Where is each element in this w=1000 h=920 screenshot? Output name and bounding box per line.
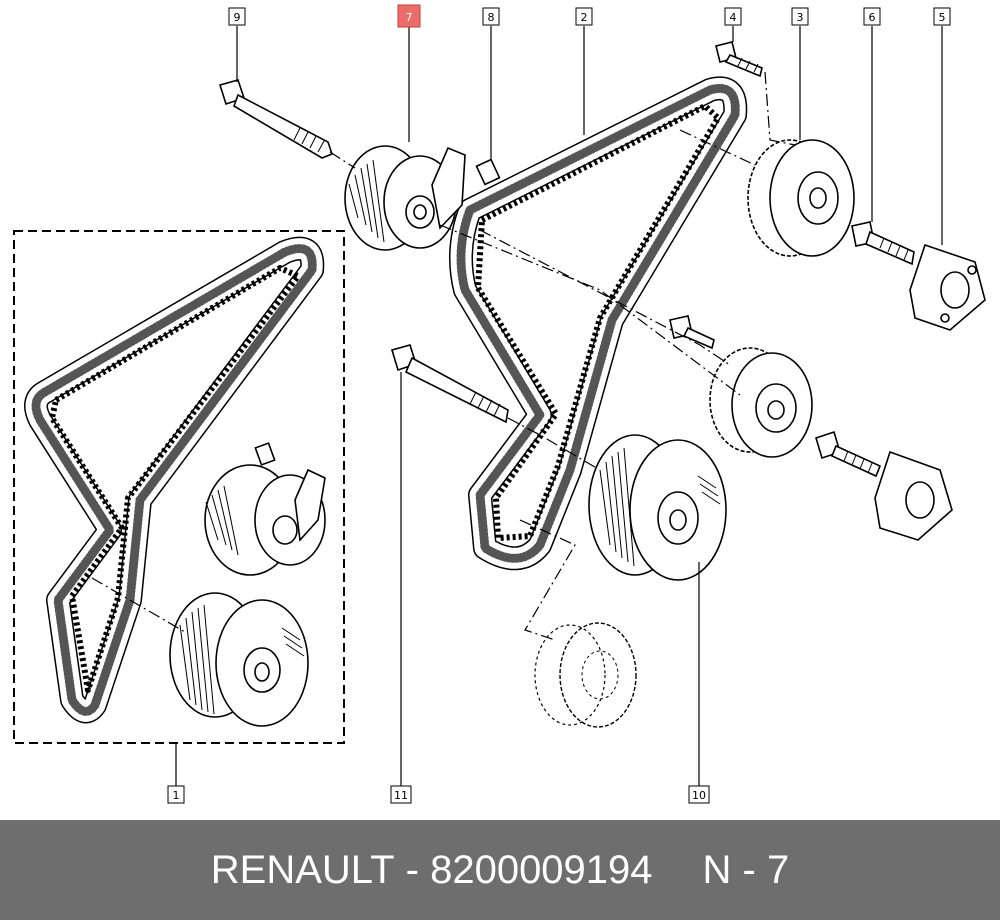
svg-text:3: 3 bbox=[797, 11, 804, 24]
svg-text:4: 4 bbox=[730, 11, 737, 24]
sprocket-bolt-lower bbox=[669, 315, 715, 350]
svg-text:10: 10 bbox=[692, 789, 706, 802]
svg-text:7: 7 bbox=[406, 11, 413, 24]
timing-belt bbox=[449, 76, 748, 571]
callout-9[interactable]: 9 bbox=[228, 7, 246, 26]
callout-2[interactable]: 2 bbox=[575, 7, 593, 26]
callout-8[interactable]: 8 bbox=[482, 7, 500, 26]
timing-belt-exploded-diagram: 9 7 8 2 4 3 6 5 1 11 10 bbox=[13, 4, 986, 804]
separator: - bbox=[405, 847, 419, 892]
callout-7[interactable]: 7 bbox=[397, 4, 421, 28]
callout-1[interactable]: 1 bbox=[167, 785, 185, 804]
svg-text:5: 5 bbox=[939, 11, 946, 24]
kit-tensioner-pulley bbox=[204, 442, 326, 576]
tensioner-pulley bbox=[344, 145, 466, 251]
hub-bolt bbox=[851, 221, 915, 266]
kit-timing-belt bbox=[24, 236, 325, 724]
hub-bolt-lower bbox=[815, 430, 882, 478]
tensioner-pin bbox=[475, 158, 501, 186]
diagram-position: N - 7 bbox=[702, 847, 790, 892]
idler-bolt bbox=[390, 344, 509, 424]
sprocket-bolt-upper bbox=[715, 41, 763, 78]
brand-name: RENAULT bbox=[210, 847, 395, 892]
callout-4[interactable]: 4 bbox=[724, 7, 742, 26]
svg-text:9: 9 bbox=[234, 11, 241, 24]
callout-5[interactable]: 5 bbox=[933, 7, 951, 26]
idler-roller bbox=[588, 434, 727, 581]
sprocket-hub-lower bbox=[874, 450, 953, 541]
kit-idler-roller bbox=[169, 592, 309, 727]
kit-dashed-box bbox=[13, 230, 345, 744]
svg-text:1: 1 bbox=[173, 789, 180, 802]
callout-3[interactable]: 3 bbox=[791, 7, 809, 26]
svg-text:8: 8 bbox=[488, 11, 495, 24]
tensioner-bolt bbox=[218, 79, 333, 159]
part-number: 8200009194 bbox=[430, 847, 653, 892]
callout-10[interactable]: 10 bbox=[688, 785, 710, 804]
part-info-footer: RENAULT - 8200009194 N - 7 bbox=[0, 820, 1000, 920]
camshaft-sprocket bbox=[747, 139, 855, 257]
callout-11[interactable]: 11 bbox=[390, 785, 412, 804]
sprocket-hub-upper bbox=[909, 243, 986, 331]
injection-pump-sprocket bbox=[709, 347, 813, 458]
callout-6[interactable]: 6 bbox=[863, 7, 881, 26]
svg-text:2: 2 bbox=[581, 11, 588, 24]
svg-text:11: 11 bbox=[394, 789, 408, 802]
svg-text:6: 6 bbox=[869, 11, 876, 24]
crankshaft-sprocket bbox=[534, 622, 637, 728]
